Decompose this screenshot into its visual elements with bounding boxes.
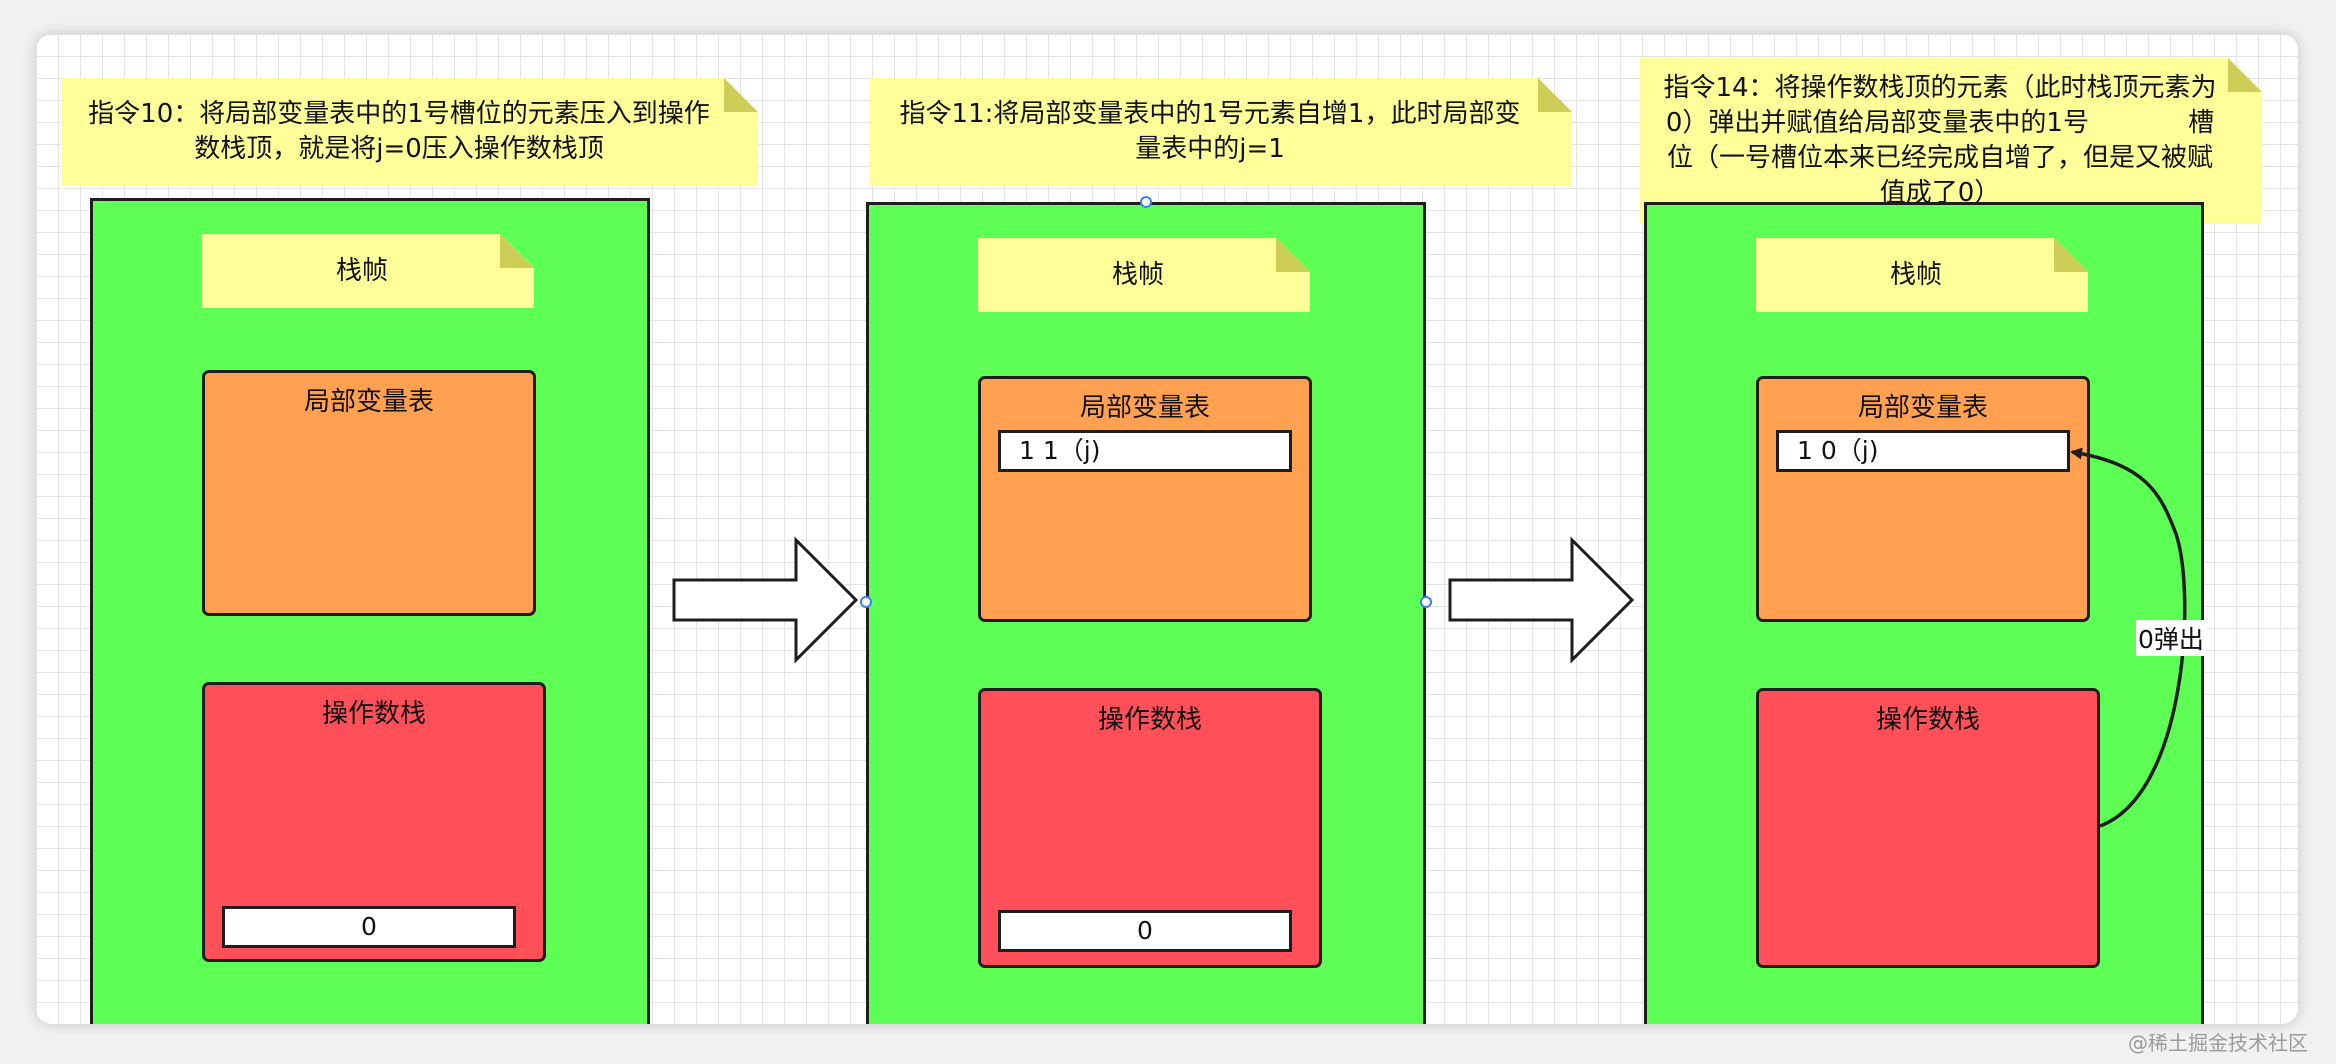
operand-stack-slot-2: 0: [998, 910, 1292, 952]
pop-connector-arrow: [2070, 447, 2187, 828]
local-variable-slot-2: 1 1（j): [998, 430, 1292, 472]
local-variable-table-2[interactable]: 局部变量表: [978, 376, 1312, 622]
operand-stack-slot-1: 0: [222, 906, 516, 948]
instruction-text-3: 指令14：将操作数栈顶的元素（此时栈顶元素为0）弹出并赋值给局部变量表中的1号 …: [1663, 73, 2217, 208]
local-variable-table-1[interactable]: 局部变量表: [202, 370, 536, 616]
frame-title-2: 栈帧: [1111, 259, 1164, 290]
arrows-layer: [672, 536, 1635, 664]
operand-stack-label-3: 操作数栈: [1875, 705, 1980, 735]
instruction-note-2: 指令11:将局部变量表中的1号元素自增1，此时局部变量表中的j=1: [870, 78, 1572, 186]
operand-stack-label-1: 操作数栈: [321, 699, 426, 729]
instruction-note-1: 指令10：将局部变量表中的1号槽位的元素压入到操作数栈顶，就是将j=0压入操作数…: [62, 78, 758, 186]
transition-arrow-2: [1448, 536, 1635, 664]
frame-title-note-3: 栈帧: [1756, 238, 2088, 312]
frame-title-note-1: 栈帧: [202, 234, 534, 308]
diagram-canvas: 指令10：将局部变量表中的1号槽位的元素压入到操作数栈顶，就是将j=0压入操作数…: [36, 34, 2298, 1024]
watermark: @稀土掘金技术社区: [2128, 1031, 2308, 1055]
selection-handle-top[interactable]: [1140, 196, 1152, 208]
operand-stack-label-2: 操作数栈: [1097, 705, 1202, 735]
local-variable-table-label-3: 局部变量表: [1857, 393, 1988, 423]
local-variable-table-label-2: 局部变量表: [1079, 393, 1210, 423]
pop-connector-layer: [2070, 447, 2187, 828]
pop-label: 0弹出: [2136, 620, 2206, 656]
frame-title-1: 栈帧: [335, 255, 388, 286]
instruction-text-2: 指令11:将局部变量表中的1号元素自增1，此时局部变量表中的j=1: [899, 99, 1521, 164]
selection-handle-right[interactable]: [1420, 596, 1432, 608]
local-variable-table-label-1: 局部变量表: [303, 387, 434, 417]
transition-arrow-1: [672, 536, 859, 664]
operand-stack-3[interactable]: 操作数栈: [1756, 688, 2100, 968]
instruction-text-1: 指令10：将局部变量表中的1号槽位的元素压入到操作数栈顶，就是将j=0压入操作数…: [88, 99, 710, 164]
local-variable-table-3[interactable]: 局部变量表: [1756, 376, 2090, 622]
instruction-note-3: 指令14：将操作数栈顶的元素（此时栈顶元素为0）弹出并赋值给局部变量表中的1号 …: [1640, 58, 2262, 224]
frame-title-note-2: 栈帧: [978, 238, 1310, 312]
local-variable-slot-3: 1 0（j): [1776, 430, 2070, 472]
selection-handle-left[interactable]: [860, 596, 872, 608]
frame-title-3: 栈帧: [1889, 259, 1942, 290]
